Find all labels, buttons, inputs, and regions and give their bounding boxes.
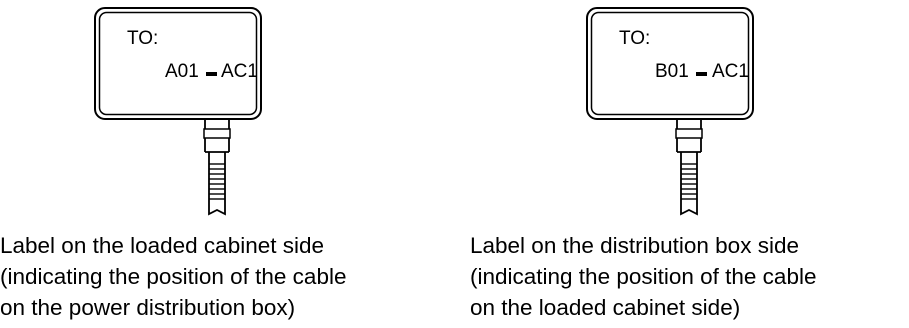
cable-tie-ridges bbox=[681, 163, 697, 200]
tag-to-label: TO: bbox=[127, 28, 159, 49]
caption-line: Label on the distribution box side bbox=[470, 233, 799, 258]
code-dash bbox=[206, 72, 217, 76]
label-caption: Label on the distribution box side (indi… bbox=[470, 230, 909, 323]
caption-line: Label on the loaded cabinet side bbox=[0, 233, 325, 258]
caption-line: (indicating the position of the cable bbox=[0, 264, 347, 289]
caption-line: on the power distribution box) bbox=[0, 295, 296, 320]
caption-line: (indicating the position of the cable bbox=[470, 264, 817, 289]
distribution-box-side-label-figure: TO: B01 AC1 Label on the distribution bo… bbox=[470, 0, 909, 328]
tag-destination-code: AC1 bbox=[221, 61, 258, 82]
cable-tag-drawing bbox=[586, 7, 754, 216]
caption-line: on the loaded cabinet side) bbox=[470, 295, 741, 320]
tag-plate-outer bbox=[586, 7, 754, 120]
tag-source-code: B01 bbox=[655, 61, 689, 82]
cable-tie-ridges bbox=[209, 163, 225, 200]
loaded-cabinet-side-label-figure: TO: A01 AC1 Label on the loaded cabinet … bbox=[0, 0, 440, 328]
strap-buckle bbox=[675, 128, 703, 139]
strap-buckle bbox=[203, 128, 231, 139]
cable-tie bbox=[208, 152, 226, 216]
code-dash bbox=[696, 72, 707, 76]
tag-to-label: TO: bbox=[619, 28, 651, 49]
tag-source-code: A01 bbox=[165, 61, 199, 82]
tag-plate-outer bbox=[94, 7, 262, 120]
tag-plate-inner bbox=[98, 11, 258, 116]
cable-tag-drawing bbox=[94, 7, 262, 216]
tag-destination-code: AC1 bbox=[712, 61, 749, 82]
cable-tie bbox=[680, 152, 698, 216]
label-caption: Label on the loaded cabinet side (indica… bbox=[0, 230, 440, 323]
tag-plate-inner bbox=[590, 11, 750, 116]
